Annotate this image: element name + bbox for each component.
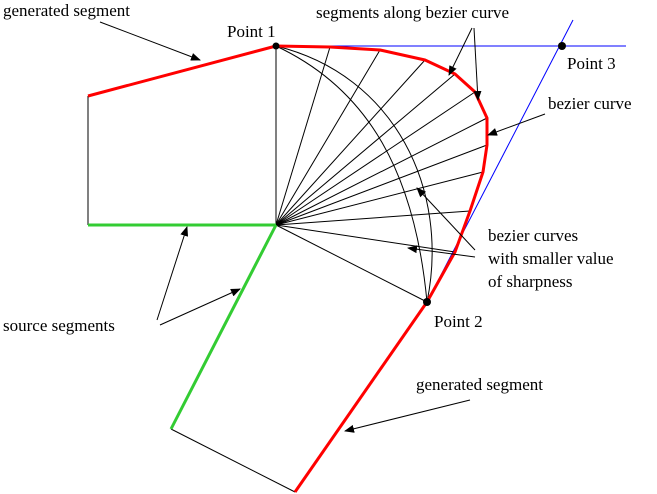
radial-line	[275, 59, 426, 226]
arrow-generated-bottom	[344, 399, 471, 433]
radial-lines	[275, 46, 488, 303]
generated-segment-top	[87, 44, 277, 98]
arrow-generated-top	[99, 21, 201, 61]
point1-marker	[272, 42, 280, 50]
label-point2: Point 2	[434, 312, 483, 331]
radial-line	[275, 91, 476, 226]
radial-line	[275, 117, 488, 226]
bezier-curve-small-sharpness	[275, 45, 433, 303]
radial-line	[275, 224, 428, 303]
tangent-diagonal	[426, 19, 574, 303]
radial-line	[275, 144, 488, 226]
label-point3: Point 3	[567, 54, 616, 73]
radial-line	[275, 73, 456, 226]
arrow-smaller-1	[416, 187, 476, 251]
radial-line	[275, 49, 381, 226]
smaller-sharpness-curves	[275, 45, 433, 303]
bezier-curve-small-sharpness	[275, 45, 428, 303]
radial-line	[275, 171, 484, 226]
annotation-arrows	[99, 21, 546, 433]
label-bezier-curves-line2: with smaller value	[488, 249, 614, 268]
outline-bottom-diagonal	[170, 428, 296, 493]
point2-marker	[423, 298, 431, 306]
arrow-bezier-curve	[487, 113, 546, 136]
label-bezier-curve: bezier curve	[548, 94, 632, 113]
arrow-smaller-2	[407, 245, 476, 258]
label-generated-segment-top: generated segment	[3, 1, 130, 20]
point3-marker	[558, 42, 566, 50]
label-bezier-curves-line1: bezier curves	[488, 226, 578, 245]
arrow-segments-along-1	[448, 27, 473, 76]
radial-line	[275, 224, 456, 253]
arrow-segments-along-2	[473, 27, 482, 101]
source-segment-diagonal	[169, 224, 278, 430]
generated-segment-bottom	[293, 301, 429, 493]
radial-line	[275, 210, 471, 226]
label-source-segments: source segments	[3, 316, 115, 335]
label-bezier-curves-line3: of sharpness	[488, 272, 573, 291]
bezier-curve-segments	[275, 44, 489, 303]
outline-segments	[87, 46, 296, 493]
label-point1: Point 1	[227, 22, 276, 41]
label-segments-along: segments along bezier curve	[316, 3, 509, 22]
arrow-source-1	[156, 226, 189, 321]
arrow-source-2	[159, 288, 241, 326]
radial-line	[275, 46, 331, 226]
label-generated-segment-bottom: generated segment	[416, 375, 543, 394]
